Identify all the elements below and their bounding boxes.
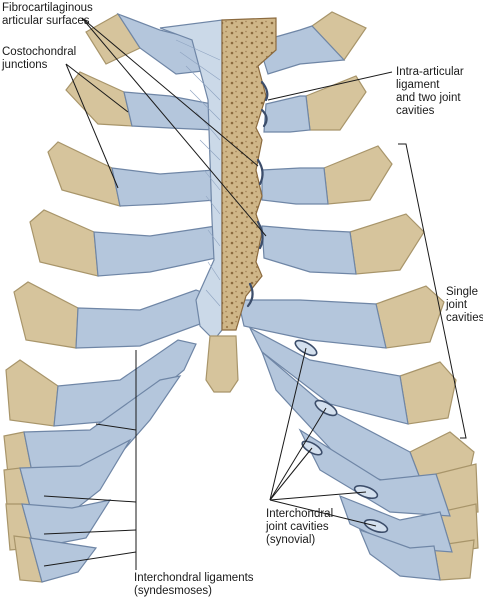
cartilage-left-2 <box>123 91 215 131</box>
cartilage-right-10 <box>358 528 441 581</box>
label-line: junctions <box>2 59 48 71</box>
label-line: cavities <box>446 312 483 324</box>
label-line: cavities <box>396 105 435 117</box>
sternocostal-joint-cavities <box>246 80 269 308</box>
rib-bone-right-6 <box>399 361 457 425</box>
left-costal-cartilages <box>19 12 217 583</box>
leader-costo-1 <box>65 63 129 113</box>
rib-bone-left-2 <box>65 71 133 127</box>
label-line: ligament <box>396 79 440 91</box>
label-intra-articular-ligament: Intra-articular ligament and two joint c… <box>396 66 464 118</box>
cartilage-left-3 <box>111 167 217 207</box>
rib-bone-left-5 <box>13 281 79 349</box>
single-joint-bracket <box>398 143 467 439</box>
leader-lines <box>43 17 467 570</box>
label-line: Single <box>446 286 478 298</box>
leader-ilig-4 <box>43 551 137 567</box>
label-line: and two joint <box>396 92 461 104</box>
rib-bone-left-3 <box>47 141 121 207</box>
cartilage-left-10 <box>29 537 98 583</box>
xiphoid-process <box>205 335 239 393</box>
cavity-5 <box>246 282 254 308</box>
rib-bone-left-4 <box>29 209 99 277</box>
cavity-3 <box>256 158 264 186</box>
label-line: (synovial) <box>266 534 316 546</box>
cavity-2-upper <box>260 80 269 102</box>
cartilage-left-5 <box>75 289 213 349</box>
label-line: Interchondral <box>266 508 334 520</box>
rib-bone-right-3 <box>323 145 393 205</box>
rib-bone-right-2 <box>305 75 367 131</box>
leader-icav-3 <box>269 447 313 501</box>
leader-icav-4 <box>269 491 367 501</box>
sternum-cut-section <box>221 17 277 331</box>
label-line: joint cavities <box>266 521 329 533</box>
cartilage-right-9 <box>338 494 453 553</box>
leader-fibro-1 <box>81 17 259 167</box>
cartilage-right-1 <box>257 25 346 75</box>
label-single-joint-cavities: Single joint cavities <box>446 286 483 325</box>
leader-ilig-3 <box>43 529 137 535</box>
cartilage-right-4 <box>261 225 357 275</box>
right-costal-cartilages <box>237 25 453 581</box>
label-fibrocartilaginous-articular-surfaces: Fibrocartilaginous articular surfaces <box>2 2 93 28</box>
leader-ilig-2 <box>43 495 137 503</box>
label-line: articular surfaces <box>2 15 90 27</box>
leader-costo-2 <box>65 63 119 189</box>
leader-ilig-1 <box>95 423 137 431</box>
leader-fibro-2 <box>81 17 267 237</box>
leader-icav-2 <box>269 407 327 501</box>
cavity-2-lower <box>260 108 268 128</box>
label-line: Intra-articular <box>396 66 464 78</box>
label-line: Interchondral ligaments <box>134 572 254 584</box>
label-interchondral-joint-cavities: Interchondral joint cavities (synovial) <box>266 508 333 547</box>
cartilage-left-6 <box>53 339 197 427</box>
ligament-fibres <box>175 39 221 307</box>
label-line: Fibrocartilaginous <box>2 2 93 14</box>
cartilage-right-5 <box>237 299 387 349</box>
label-line: Costochondral <box>2 46 77 58</box>
cartilage-right-8 <box>298 428 451 517</box>
rib-bone-right-5 <box>375 285 445 349</box>
cartilage-right-3 <box>261 167 329 205</box>
label-costochondral-junctions: Costochondral junctions <box>2 46 76 72</box>
leader-icav-1 <box>269 347 307 501</box>
cartilage-right-2 <box>263 95 311 133</box>
leader-icav-5 <box>269 499 377 527</box>
rib-bone-left-6 <box>5 359 59 427</box>
label-line: (syndesmoses) <box>134 585 212 597</box>
cavity-4 <box>256 220 264 250</box>
label-interchondral-ligaments: Interchondral ligaments (syndesmoses) <box>134 572 254 598</box>
cartilage-left-4 <box>93 225 217 277</box>
leader-intra <box>267 71 393 101</box>
label-line: joint <box>446 299 468 311</box>
rib-bone-right-4 <box>349 213 425 275</box>
